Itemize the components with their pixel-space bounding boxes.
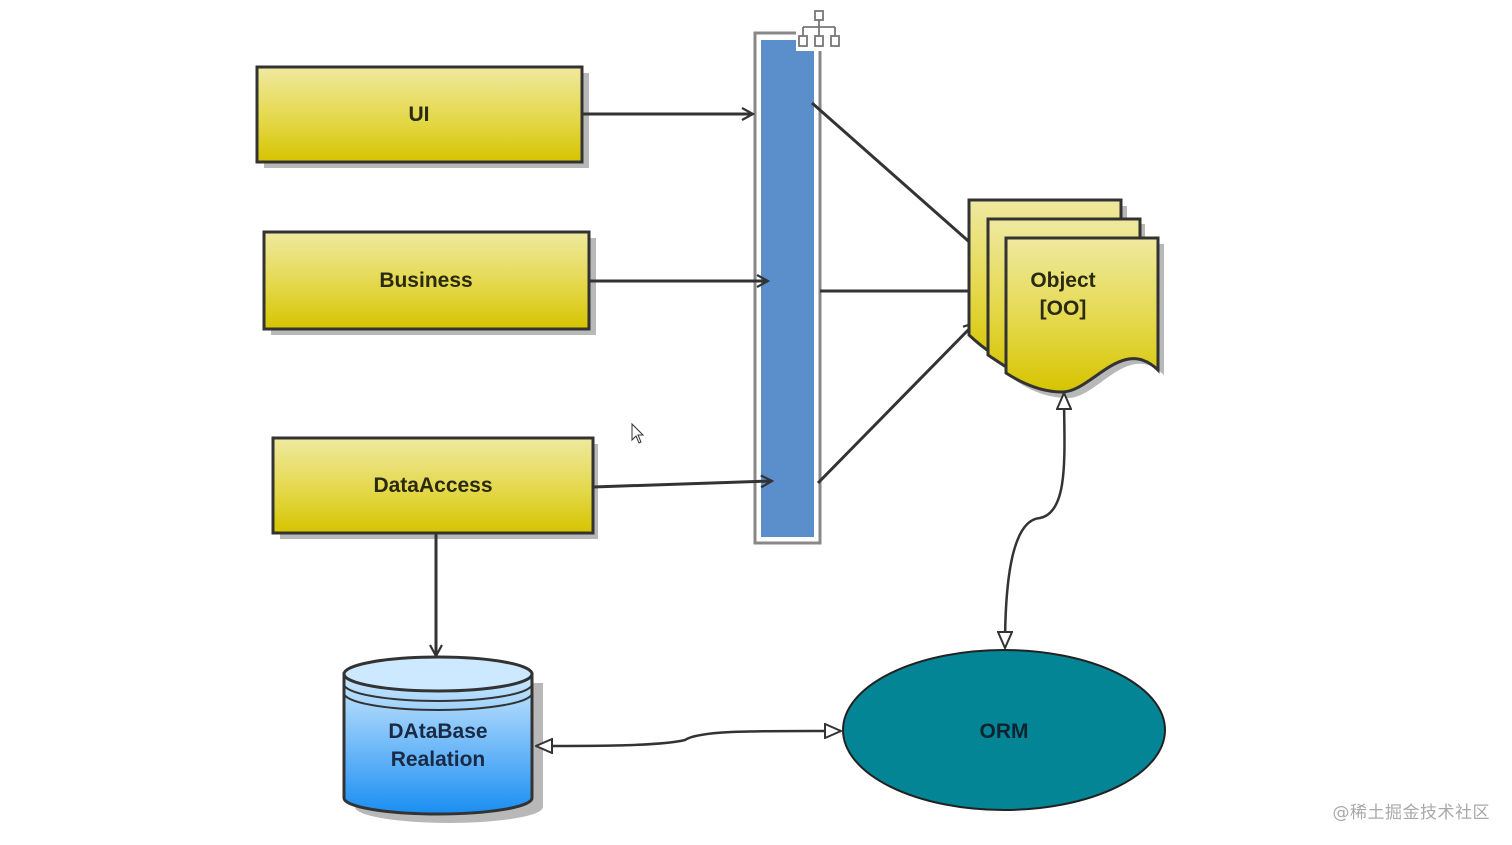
database-cylinder[interactable]: DAtaBase Realation	[342, 655, 543, 823]
database-label-line1: DAtaBase	[388, 720, 487, 743]
hierarchy-icon	[798, 10, 840, 47]
orm-shape	[842, 649, 1166, 811]
fork-bar[interactable]	[753, 10, 840, 545]
object-multidocument[interactable]: Object [OO]	[967, 198, 1164, 398]
ui-layer-box[interactable]: UI	[255, 65, 589, 168]
arrow-dataaccess-to-bar	[592, 481, 772, 489]
ui-box-rect	[255, 65, 584, 164]
watermark: @稀土掘金技术社区	[1332, 803, 1490, 823]
database-top	[342, 655, 534, 693]
database-ring-1	[343, 683, 533, 702]
database-ring-2	[343, 692, 533, 711]
arrow-bar-to-object-top	[811, 101, 983, 254]
business-label: Business	[379, 269, 472, 292]
connector-database-orm	[536, 731, 841, 746]
object-label-line2: [OO]	[1040, 297, 1087, 320]
business-layer-box[interactable]: Business	[262, 230, 596, 335]
dataaccess-label: DataAccess	[373, 474, 492, 497]
object-doc-front	[1004, 236, 1160, 394]
object-label-line1: Object	[1030, 269, 1095, 292]
ui-label: UI	[409, 103, 430, 126]
connector-orm-object	[1005, 393, 1064, 648]
database-body	[342, 672, 534, 816]
dataaccess-box-rect	[271, 436, 595, 535]
orm-ellipse[interactable]: ORM	[842, 649, 1166, 811]
dataaccess-layer-box[interactable]: DataAccess	[271, 436, 598, 539]
mouse-cursor-icon	[631, 422, 645, 444]
orm-label: ORM	[980, 720, 1029, 743]
fork-bar-fill	[761, 40, 814, 537]
arrow-bar-to-object-bottom	[816, 323, 975, 485]
database-label-line2: Realation	[391, 748, 486, 771]
